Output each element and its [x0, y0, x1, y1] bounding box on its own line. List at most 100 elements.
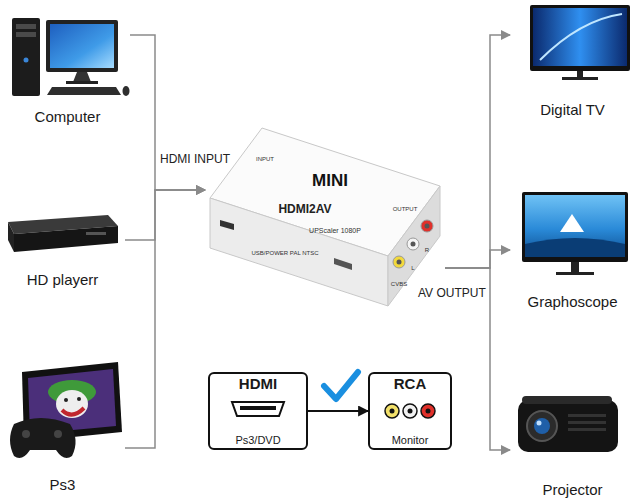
- switch-label: USB/POWER PAL NTSC: [251, 250, 318, 256]
- brand-text: MINI: [312, 172, 348, 189]
- projector-icon: [568, 428, 606, 431]
- hdmi-badge: HDMI Ps3/DVD: [208, 372, 308, 450]
- ps3-icon: [62, 408, 84, 415]
- computer-icon: [12, 18, 40, 96]
- check-mark: [324, 372, 358, 399]
- tv-icon: [577, 71, 583, 77]
- jack-label: R: [425, 247, 429, 253]
- tv-icon: [540, 14, 622, 60]
- converter-illustration: [411, 242, 416, 247]
- computer-icon: [16, 24, 36, 29]
- projector-icon: [527, 411, 557, 441]
- hd-player-icon: [14, 226, 118, 252]
- connector: [445, 250, 510, 268]
- connector: [308, 410, 368, 412]
- device-label: Ps3: [50, 477, 76, 494]
- converter-illustration: [421, 220, 433, 232]
- computer-device: Computer: [5, 5, 130, 125]
- computer-icon: [66, 81, 98, 84]
- projector-icon: [537, 421, 542, 426]
- hd-player-icon: [86, 232, 106, 235]
- rca-jacks-icon: [408, 409, 413, 414]
- converter-illustration: [334, 258, 352, 270]
- check-mark: [324, 372, 358, 399]
- rca-jacks-icon: [385, 404, 399, 418]
- projector-icon: [568, 421, 606, 424]
- rca-jacks-icon: [403, 404, 417, 418]
- computer-icon: [47, 87, 121, 95]
- projector-device: Projector: [510, 380, 635, 498]
- console-device: Ps3: [0, 360, 125, 493]
- flow-label: HDMI INPUT: [160, 153, 230, 166]
- connector: [445, 35, 510, 268]
- projector-icon: [568, 414, 606, 417]
- connector-title: HDMI: [239, 376, 277, 393]
- device-label: Digital TV: [540, 102, 605, 119]
- player-device: HD playerr: [0, 200, 125, 288]
- port-label: INPUT: [256, 156, 274, 162]
- monitor-icon: [525, 238, 625, 257]
- computer-icon: [46, 20, 118, 72]
- converter-illustration: [210, 128, 440, 306]
- projector-icon: [518, 400, 618, 452]
- computer-icon: [50, 24, 114, 68]
- computer-icon: [123, 86, 130, 96]
- tv-icon: [530, 5, 630, 71]
- monitor-icon: [571, 262, 579, 272]
- converter-box: MINI HDMI2AV UPScaler 1080P INPUT OUTPUT USB/…: [205, 125, 445, 310]
- hd-player-icon: [8, 222, 14, 252]
- projector-icon: [522, 396, 612, 404]
- jack-label: CVBS: [391, 281, 407, 287]
- port-label: OUTPUT: [393, 206, 418, 212]
- tv-icon: [530, 5, 630, 80]
- rca-jacks-icon: [426, 409, 431, 414]
- monitor-icon: [522, 192, 628, 262]
- tv-icon: [533, 8, 627, 66]
- ps3-icon: [22, 430, 30, 438]
- ps3-icon: [10, 362, 122, 458]
- hd-player-icon: [8, 215, 118, 252]
- ps3-icon: [77, 397, 81, 401]
- hdmi-plug-icon: [232, 402, 284, 416]
- hdmi-plug-icon: [240, 406, 276, 410]
- device-label: Graphoscope: [527, 294, 617, 311]
- device-label: Computer: [35, 109, 101, 126]
- tv-device: Digital TV: [510, 0, 635, 118]
- device-label: Projector: [542, 482, 602, 499]
- rca-badge: RCAMonitor: [368, 372, 452, 450]
- model-text: HDMI2AV: [278, 203, 331, 215]
- connector: [125, 190, 205, 240]
- connector: [125, 190, 205, 448]
- projector-icon: [534, 418, 550, 434]
- converter-illustration: [397, 260, 402, 265]
- monitor-icon: [525, 195, 625, 257]
- computer-icon: [12, 18, 130, 96]
- monitor-icon: [560, 214, 584, 232]
- converter-illustration: [425, 224, 430, 229]
- computer-icon: [73, 72, 91, 82]
- rca-jacks-icon: [385, 404, 435, 418]
- converter-illustration: [210, 198, 388, 306]
- connector-note: Ps3/DVD: [235, 434, 280, 446]
- rca-jacks-icon: [421, 404, 435, 418]
- computer-icon: [16, 32, 36, 37]
- converter-illustration: [220, 220, 234, 230]
- monitor-icon: [522, 192, 628, 275]
- connector: [130, 35, 205, 190]
- converter-illustration: [407, 238, 419, 250]
- tv-icon: [562, 77, 598, 80]
- converter-illustration: [393, 256, 405, 268]
- ps3-icon: [56, 390, 88, 418]
- monitor-icon: [556, 272, 594, 275]
- device-label: HD playerr: [27, 272, 99, 289]
- ps3-icon: [10, 418, 76, 458]
- hdmi-plug-icon: [232, 402, 284, 416]
- spec-text: UPScaler 1080P: [309, 227, 361, 234]
- projector-icon: [518, 396, 618, 452]
- rca-jacks-icon: [390, 409, 395, 414]
- flow-label: AV OUTPUT: [418, 287, 486, 300]
- ps3-icon: [54, 430, 62, 438]
- computer-icon: [24, 58, 29, 63]
